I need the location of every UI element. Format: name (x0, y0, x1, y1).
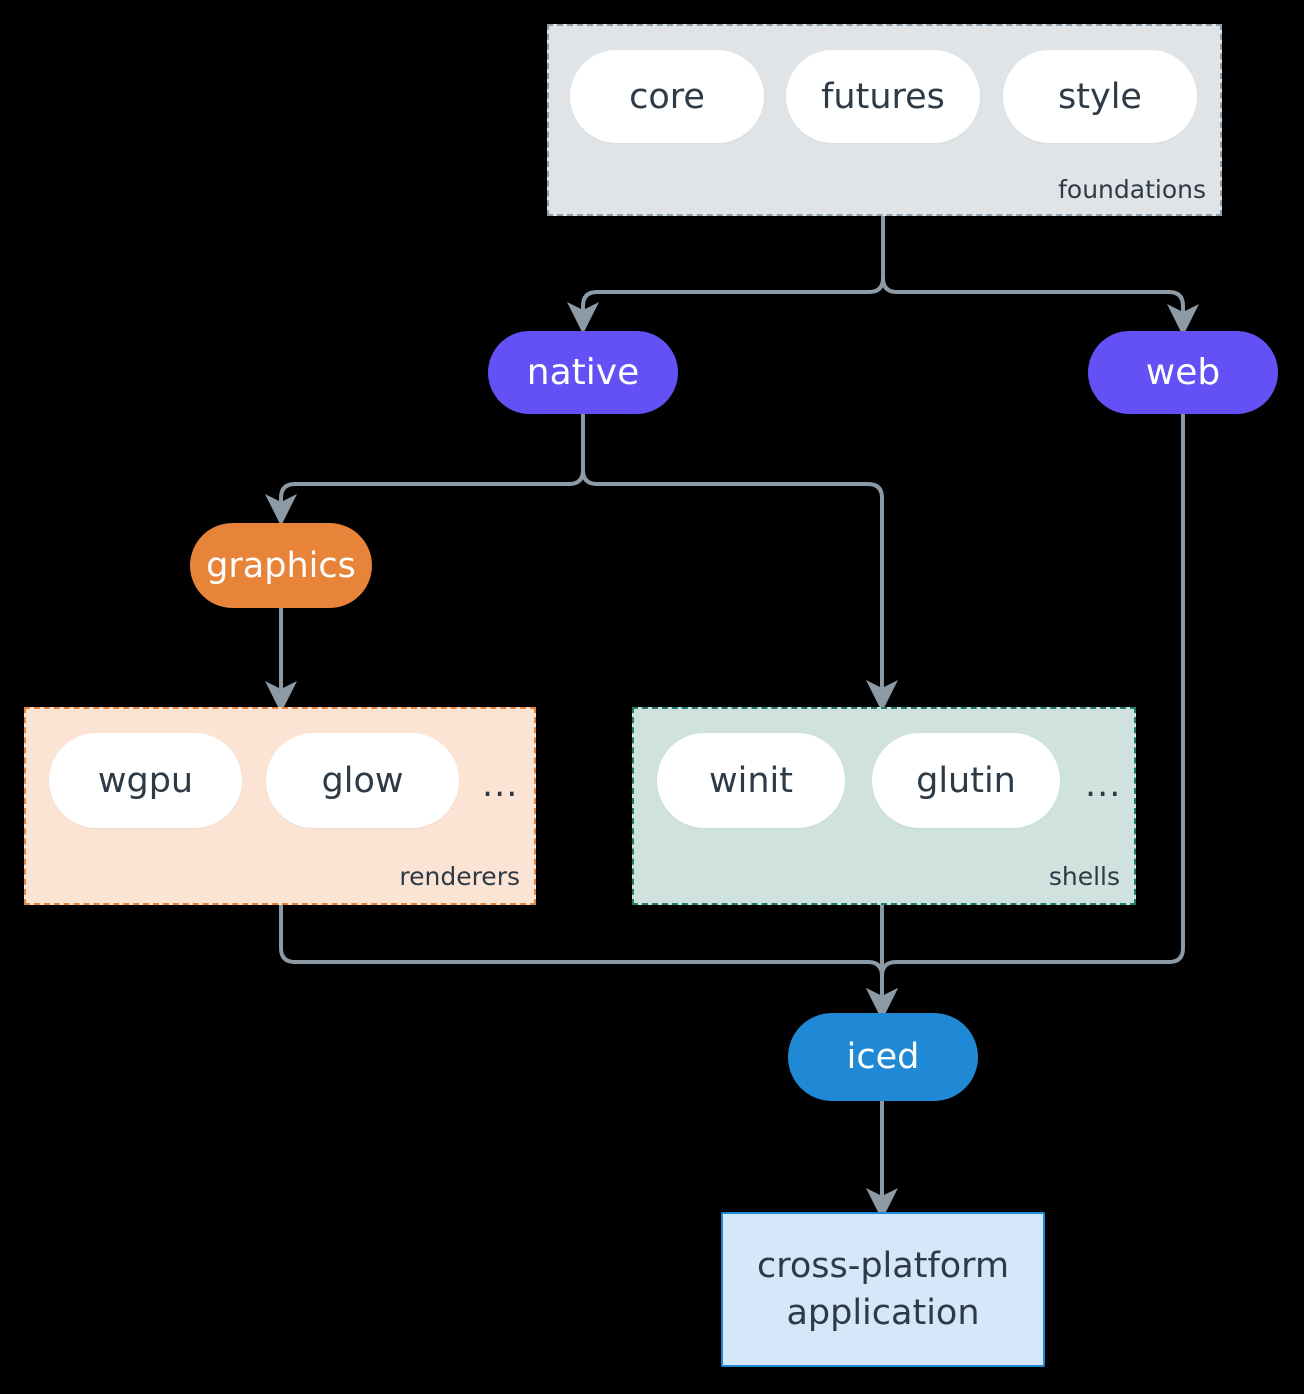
node-futures-label: futures (821, 76, 945, 117)
node-iced[interactable]: iced (788, 1013, 978, 1101)
node-web[interactable]: web (1088, 331, 1278, 414)
node-glutin[interactable]: glutin (872, 733, 1060, 828)
cluster-shells-label: shells (1048, 862, 1120, 891)
node-style-label: style (1058, 76, 1142, 117)
node-graphics[interactable]: graphics (190, 523, 372, 608)
node-iced-label: iced (846, 1037, 920, 1077)
node-wgpu[interactable]: wgpu (49, 733, 242, 828)
node-winit-label: winit (709, 760, 793, 801)
cluster-renderers-label: renderers (399, 862, 520, 891)
node-glutin-label: glutin (916, 760, 1016, 801)
edge-renderers-iced (279, 905, 898, 1020)
application-label-line1: cross-platform (756, 1246, 1010, 1287)
node-winit[interactable]: winit (657, 733, 845, 828)
node-core-label: core (629, 76, 705, 117)
edge-native-graphics (265, 414, 585, 526)
node-style[interactable]: style (1003, 50, 1197, 143)
node-graphics-label: graphics (206, 545, 356, 586)
node-web-label: web (1145, 352, 1221, 393)
shells-more-ellipsis: ... (1085, 765, 1122, 805)
cluster-foundations-label: foundations (1058, 175, 1206, 204)
node-wgpu-label: wgpu (97, 760, 194, 801)
node-core[interactable]: core (570, 50, 764, 143)
renderers-more-ellipsis: ... (482, 765, 519, 805)
edge-native-shells (581, 469, 898, 712)
application-label-line2: application (786, 1292, 980, 1333)
node-glow-label: glow (321, 760, 404, 801)
node-native-label: native (526, 352, 640, 393)
node-cross-platform-application[interactable]: cross-platform application (721, 1212, 1045, 1367)
edge-foundations-web (881, 277, 1199, 336)
edge-foundations-native (567, 216, 885, 334)
node-native[interactable]: native (488, 331, 678, 414)
node-glow[interactable]: glow (266, 733, 459, 828)
node-futures[interactable]: futures (786, 50, 980, 143)
